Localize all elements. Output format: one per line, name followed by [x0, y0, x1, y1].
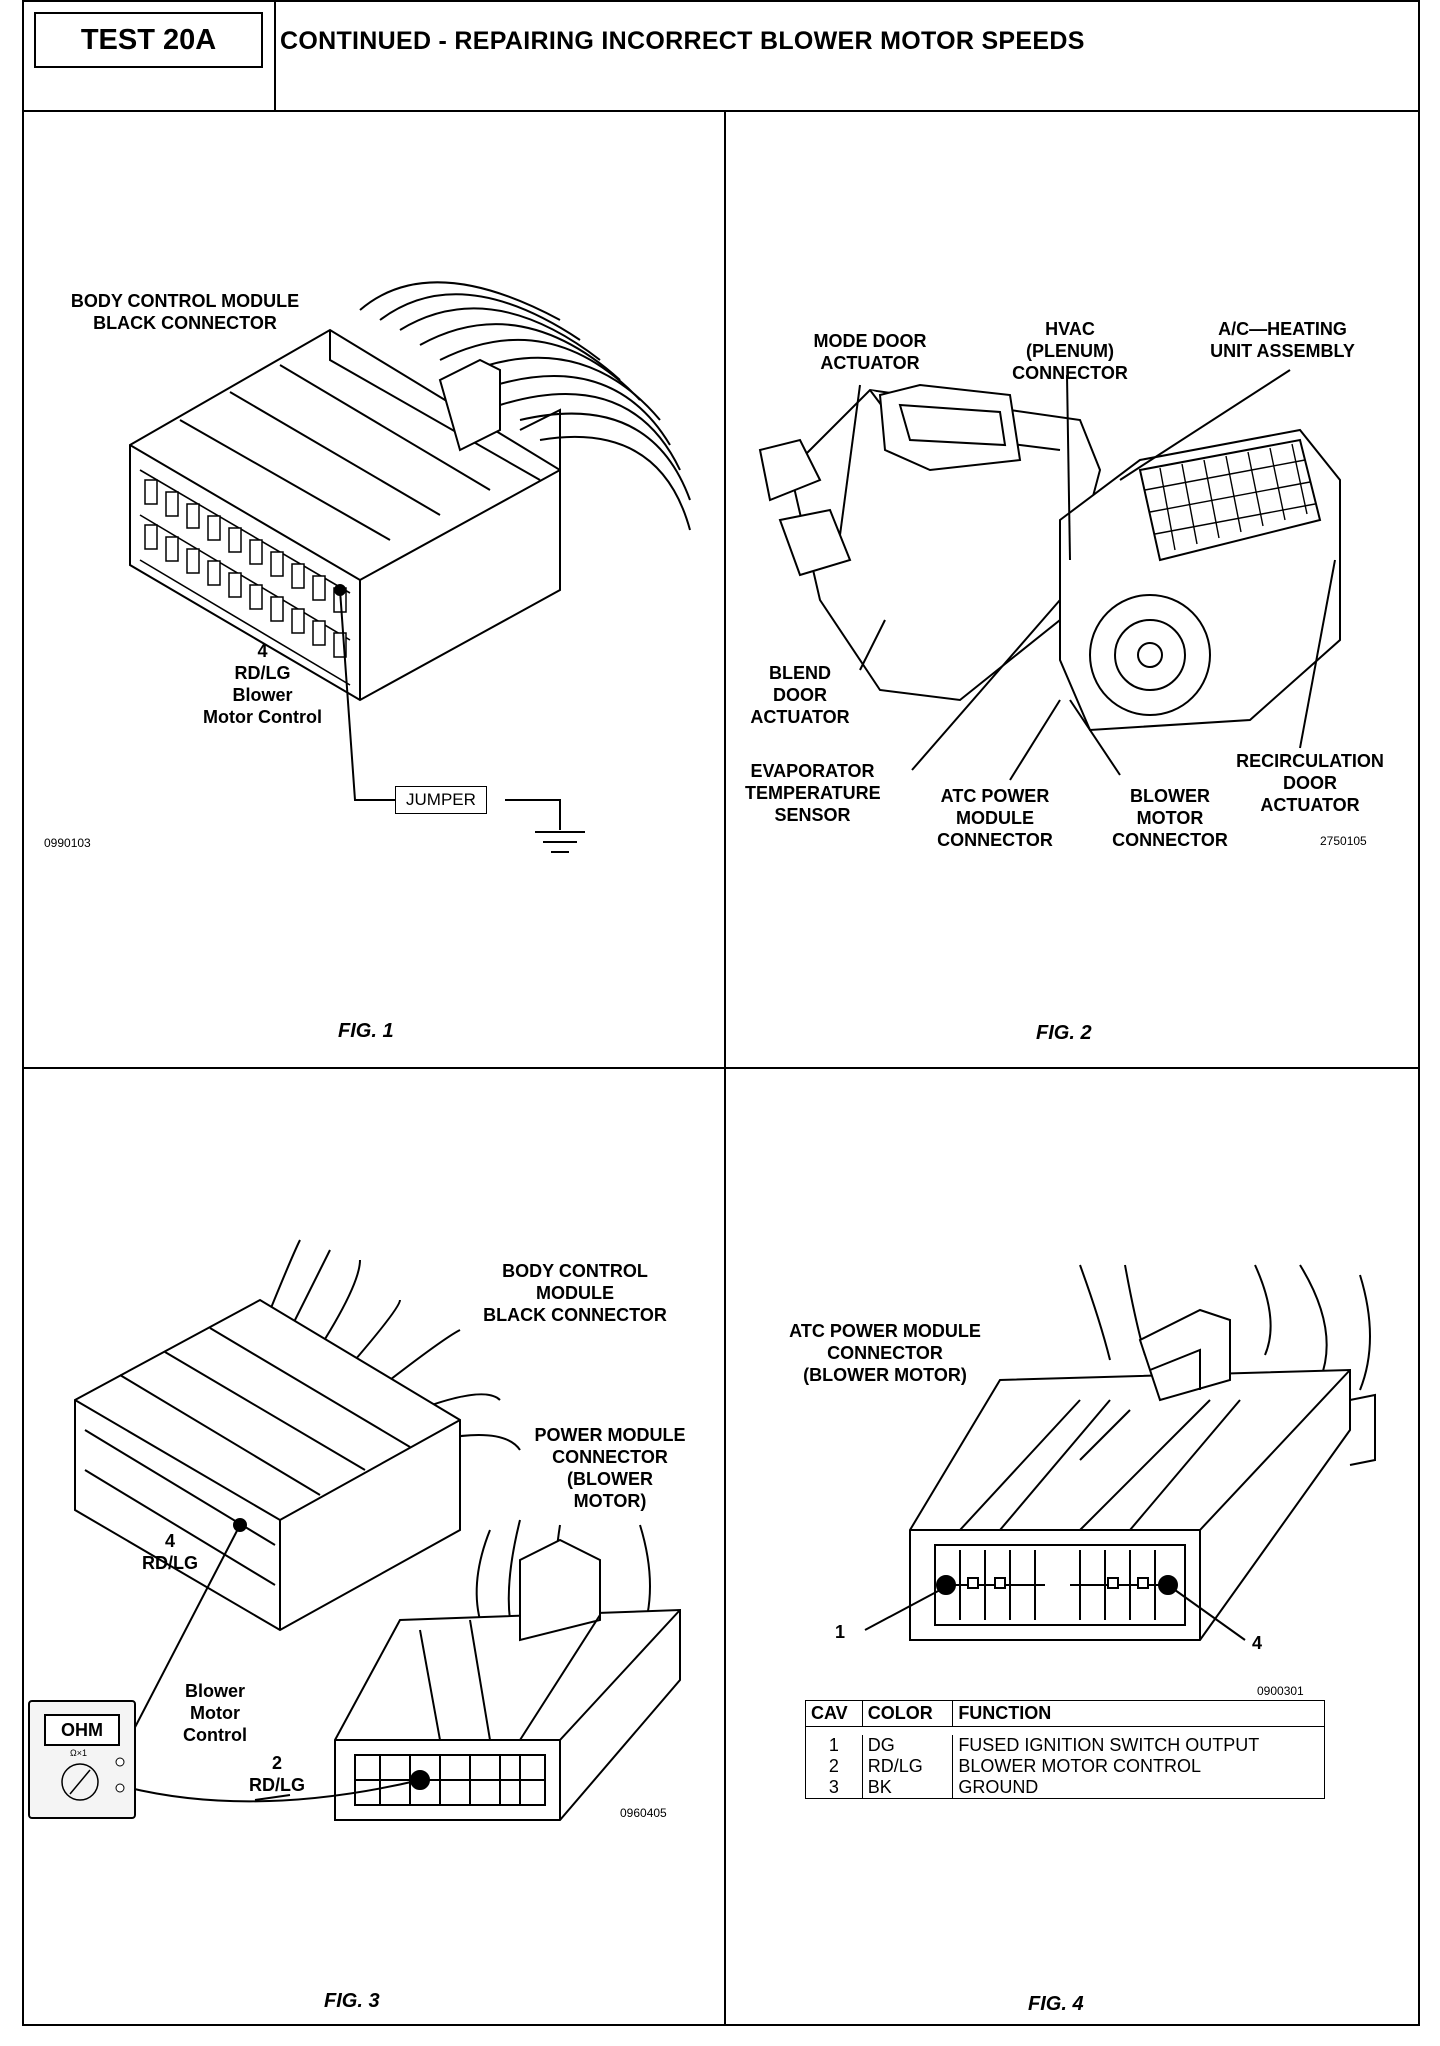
test-number: TEST 20A	[34, 12, 263, 68]
grille-line	[1154, 503, 1316, 535]
grille-line	[1291, 443, 1308, 515]
grille-line	[1203, 459, 1220, 539]
cavity-slot	[228, 572, 242, 598]
fig4-connector-label: ATC POWER MODULE CONNECTOR (BLOWER MOTOR…	[789, 1321, 981, 1385]
table-row: 2 RD/LG BLOWER MOTOR CONTROL	[805, 1756, 1325, 1777]
page-title: CONTINUED - REPAIRING INCORRECT BLOWER M…	[280, 27, 1085, 55]
header-divider	[274, 2, 276, 110]
cavity-slot	[270, 551, 284, 577]
cavity-slot	[144, 524, 158, 550]
ohmmeter: OHM Ω×1	[28, 1700, 136, 1819]
cavity-slot	[228, 527, 242, 553]
cavity-slot	[165, 536, 179, 562]
fig2-caption: FIG. 2	[1036, 1022, 1092, 1044]
cavity-slot	[312, 620, 326, 646]
hvac-connector-label: HVAC(PLENUM)CONNECTOR	[1012, 319, 1128, 383]
grille-line	[1149, 481, 1311, 513]
table-row: 1 DG FUSED IGNITION SWITCH OUTPUT	[805, 1735, 1325, 1756]
ohmmeter-display: OHM	[44, 1714, 120, 1746]
cavity-table: CAV COLOR FUNCTION 1 DG FUSED IGNITION S…	[805, 1700, 1325, 1799]
fig1-caption: FIG. 1	[338, 1020, 394, 1042]
cavity-slot	[249, 584, 263, 610]
cavity-slot	[291, 563, 305, 589]
ohmmeter-setting: Ω×1	[70, 1748, 87, 1758]
page-frame: TEST 20A CONTINUED - REPAIRING INCORRECT…	[22, 0, 1420, 2026]
fig3-bcm-label: BODY CONTROL MODULE BLACK CONNECTOR	[483, 1261, 667, 1325]
grille-line	[1144, 459, 1306, 491]
header: TEST 20A CONTINUED - REPAIRING INCORRECT…	[24, 2, 1418, 112]
fig1-connector-label: BODY CONTROL MODULE BLACK CONNECTOR	[70, 291, 300, 333]
cavity-slot	[186, 548, 200, 574]
cavity-slot	[144, 479, 158, 505]
fig4-pin4-label: 4	[1252, 1633, 1263, 1653]
cavity-slot	[249, 539, 263, 565]
panel-horizontal-divider	[24, 1067, 1418, 1069]
jumper-box: JUMPER	[395, 786, 487, 814]
fig1-pin-label: 4 RD/LG Blower Motor Control	[203, 641, 322, 727]
grille-line	[1269, 447, 1286, 521]
fig2-ref-code: 2750105	[1320, 834, 1367, 848]
fig3-power-module-label: POWER MODULE CONNECTOR (BLOWER MOTOR)	[534, 1425, 686, 1511]
cavity-slot	[270, 596, 284, 622]
cavity-slot	[312, 575, 326, 601]
cavity-slot	[207, 560, 221, 586]
cavity-slot	[207, 515, 221, 541]
fig3-pin4-label: 4 RD/LG	[142, 1531, 198, 1573]
fig4-ref-code: 0900301	[1257, 1684, 1304, 1698]
cavity-table-header-function: FUNCTION	[952, 1700, 1325, 1727]
fig4-caption: FIG. 4	[1028, 1993, 1084, 2015]
table-row: 3 BK GROUND	[805, 1777, 1325, 1799]
fig3-blower-label: Blower Motor Control	[183, 1681, 247, 1745]
cavity-slot	[186, 503, 200, 529]
fig4-pin1-label: 1	[835, 1622, 846, 1642]
ohmmeter-dial-icon	[61, 1757, 125, 1801]
cavity-slot	[165, 491, 179, 517]
cavity-table-header-color: COLOR	[861, 1700, 954, 1727]
fig3-caption: FIG. 3	[324, 1990, 380, 2012]
fig3-ref-code: 0960405	[620, 1806, 667, 1820]
grille-line	[1225, 455, 1242, 533]
cavity-slot	[291, 608, 305, 634]
cavity-table-header-cav: CAV	[805, 1700, 863, 1727]
fig3-pin2-label: 2 RD/LG	[249, 1753, 305, 1795]
fig1-ref-code: 0990103	[44, 836, 91, 850]
